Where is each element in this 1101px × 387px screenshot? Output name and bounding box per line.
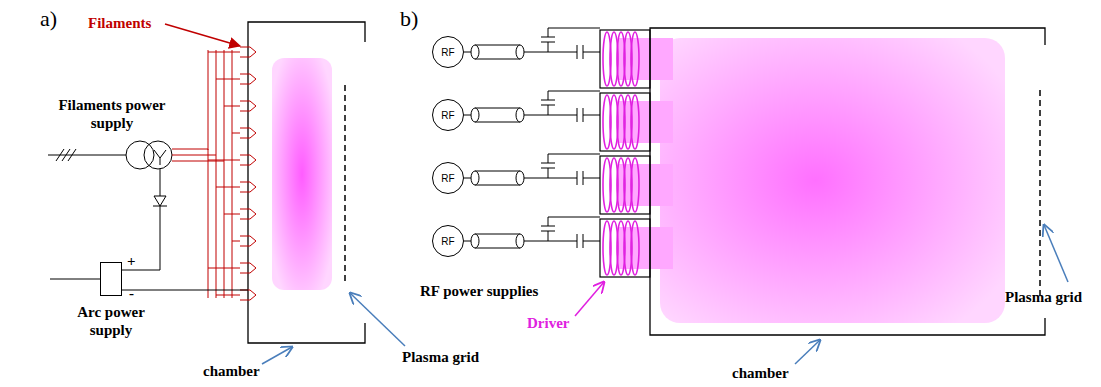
arc-negative-wire (122, 290, 248, 291)
filament (224, 101, 256, 111)
coax-cable (464, 171, 520, 185)
plasma-grid (344, 85, 346, 285)
filament-bus (208, 50, 209, 298)
coax-end (516, 45, 524, 59)
part-label: Filaments (88, 14, 151, 32)
plasma-plume (618, 164, 673, 206)
coax-end (516, 171, 524, 185)
transformer-secondary (144, 141, 172, 169)
matching-network (524, 154, 600, 185)
three-phase-mark (56, 149, 76, 161)
plasma (660, 38, 1005, 323)
coax-end (471, 234, 479, 248)
driver-box (600, 219, 650, 277)
filament-bus (224, 50, 225, 298)
leader-line (575, 282, 604, 316)
generator-label: RF (441, 47, 454, 58)
part-label: chamber (732, 364, 789, 382)
plasma-grid (1039, 90, 1041, 300)
drivers (464, 28, 673, 277)
generator-label: RF (441, 236, 454, 247)
leader-line (262, 347, 292, 364)
filament-bus (216, 50, 217, 298)
coax-cable (464, 234, 520, 248)
rf-generator: RF (432, 36, 464, 68)
filament (216, 290, 256, 300)
filaments (208, 47, 256, 300)
coil-turn (631, 95, 639, 149)
driver-box (600, 93, 650, 151)
chamber-wall (248, 22, 365, 343)
leader-line (165, 24, 240, 46)
leader-line (795, 340, 820, 364)
driver-box (600, 30, 650, 88)
neutral-wire (122, 169, 160, 270)
coax-end (471, 45, 479, 59)
part-label: chamber (203, 362, 260, 380)
coax-end (516, 234, 524, 248)
rf-generator: RF (432, 225, 464, 257)
matching-network (524, 91, 600, 122)
coil-turn (631, 221, 639, 275)
filament (216, 182, 256, 192)
chamber-wall (650, 28, 1045, 335)
driver-box (600, 156, 650, 214)
filament (208, 47, 256, 57)
filament (208, 155, 256, 165)
arc-input-wire (50, 279, 100, 280)
filament (232, 236, 256, 246)
part-label: RF power supplies (420, 282, 538, 300)
filament (224, 209, 256, 219)
plasma-plume (618, 227, 673, 269)
coax-end (471, 171, 479, 185)
part-label: Plasma grid (1005, 288, 1082, 306)
generator-label: RF (441, 173, 454, 184)
leader-line (350, 293, 405, 346)
part-label: Filaments power supply (52, 96, 172, 132)
filament-bus (232, 50, 233, 298)
plasma-plume (618, 38, 673, 80)
coil-turn (631, 158, 639, 212)
part-label: Driver (527, 314, 569, 332)
transformer-primary (126, 141, 154, 169)
plasma (272, 58, 332, 290)
node-label: Arc power supply (61, 303, 161, 339)
filament (216, 74, 256, 84)
leader-line (1044, 225, 1068, 282)
polarity-sign: - (129, 284, 134, 302)
matching-network (524, 28, 600, 59)
coax-end (516, 108, 524, 122)
coax-end (471, 108, 479, 122)
panel-tag: b) (400, 6, 418, 32)
filament (232, 128, 256, 138)
secondary-wires (172, 149, 224, 161)
rf-generator: RF (432, 99, 464, 131)
generator-label: RF (441, 110, 454, 121)
matching-network (524, 217, 600, 248)
part-label: Plasma grid (402, 348, 479, 366)
power-supply-box: Arc power supply (100, 262, 122, 296)
panel-tag: a) (40, 6, 57, 32)
coax-cable (464, 45, 520, 59)
diode-symbol (153, 196, 167, 206)
rf-generator: RF (432, 162, 464, 194)
filament (208, 263, 256, 273)
polarity-sign: + (127, 252, 136, 270)
coax-cable (464, 108, 520, 122)
plasma-plume (618, 101, 673, 143)
coil-turn (631, 32, 639, 86)
wye-symbol (154, 150, 166, 165)
